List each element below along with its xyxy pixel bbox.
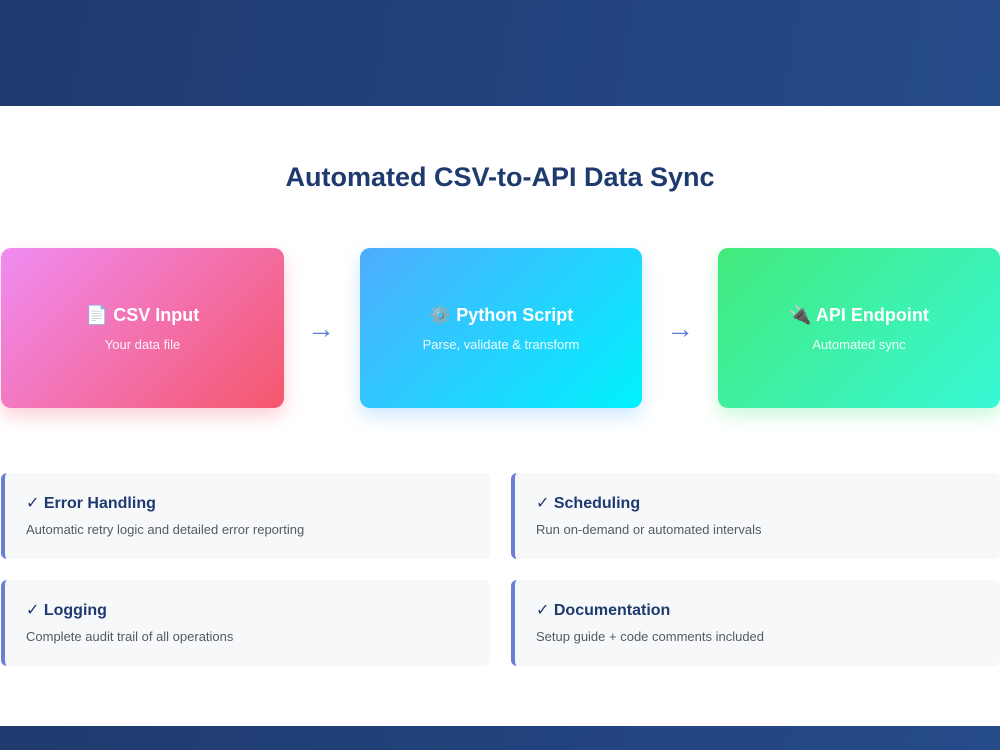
feature-title: ✓ Error Handling [26,495,156,512]
page-title: Automated CSV-to-API Data Sync [285,162,715,192]
plug-icon: 🔌 [789,305,812,325]
check-icon: ✓ [26,602,40,619]
api-endpoint-title: 🔌 API Endpoint [718,305,1000,326]
csv-input-title: 📄 CSV Input [1,305,284,326]
python-script-box: ⚙️ Python Script Parse, validate & trans… [360,248,642,408]
check-icon: ✓ [26,495,40,512]
api-endpoint-label: API Endpoint [815,305,929,325]
python-script-title: ⚙️ Python Script [360,305,642,326]
feature-description: Automatic retry logic and detailed error… [26,522,305,537]
csv-input-sublabel: Your data file [104,337,181,352]
arrow-right-icon: → [307,313,335,344]
feature-description: Complete audit trail of all operations [26,629,234,644]
header-banner [0,0,1000,106]
api-endpoint-box: 🔌 API Endpoint Automated sync [718,248,1000,408]
footer-banner [0,726,1000,750]
api-endpoint-sublabel: Automated sync [812,337,906,352]
document-icon: 📄 [85,305,109,325]
check-icon: ✓ [536,602,550,619]
csv-input-label: CSV Input [113,305,200,325]
python-script-label: Python Script [456,305,574,325]
feature-description: Setup guide + code comments included [536,629,765,644]
arrow-right-icon: → [666,313,694,344]
feature-title: ✓ Scheduling [536,495,641,512]
feature-description: Run on-demand or automated intervals [536,522,762,537]
gear-icon: ⚙️ [428,305,452,325]
feature-title: ✓ Documentation [536,602,671,619]
feature-card-logging: ✓ Logging Complete audit trail of all op… [1,580,490,666]
check-icon: ✓ [536,495,550,512]
python-script-sublabel: Parse, validate & transform [422,337,580,352]
feature-card-error-handling: ✓ Error Handling Automatic retry logic a… [1,473,490,559]
feature-card-scheduling: ✓ Scheduling Run on-demand or automated … [511,473,1000,559]
feature-title: ✓ Logging [26,602,107,619]
feature-card-documentation: ✓ Documentation Setup guide + code comme… [511,580,1000,666]
csv-input-box: 📄 CSV Input Your data file [1,248,284,408]
